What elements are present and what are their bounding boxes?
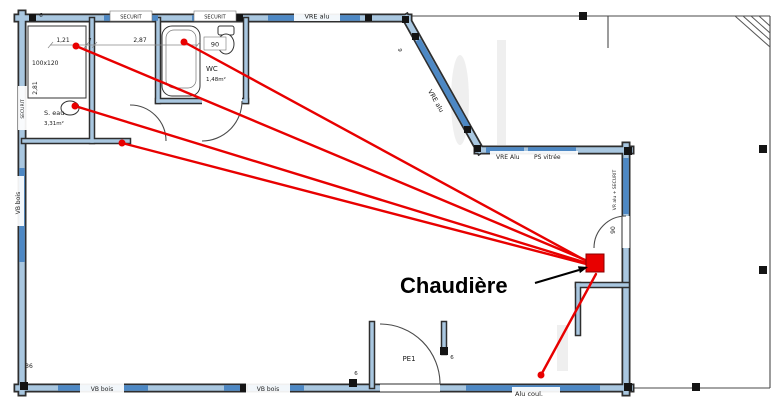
scan-smudge [497, 40, 506, 145]
door-arc-right [593, 215, 627, 249]
dimension-label: 7 [88, 38, 91, 44]
door-arc-wc [201, 100, 243, 142]
dimension-label: 6 [39, 13, 43, 19]
window-label-vr-alu-securit: VR alu + SECURIT [612, 170, 618, 211]
label-bg [80, 383, 124, 393]
windows [19, 15, 629, 391]
dimension-label: 1,21 [56, 37, 70, 44]
label-bg [18, 86, 27, 130]
window-label-vb-bois-left: VB bois [15, 192, 22, 214]
window-diagonal-vre-alu [415, 38, 472, 132]
window-label-alu-coul: Alu coul. [515, 390, 543, 398]
structural-posts [20, 12, 767, 392]
room-area-s-eau: 3,31m² [44, 120, 64, 127]
red-line-to-shower [74, 44, 592, 264]
red-dot-washbasin [71, 102, 79, 110]
door-arc-entry [379, 323, 441, 385]
room-label-s-eau: S. eau [44, 109, 64, 117]
label-bg [512, 387, 560, 398]
red-dot-bottom-window [537, 371, 545, 379]
door-width-box [203, 36, 227, 51]
plan-labels: 6 SECURIT SECURIT VRE alu 1,21 7 2,87 90… [13, 10, 620, 398]
window-label-vb-bois-bottom-1: VB bois [91, 386, 113, 393]
securit-tag-box [109, 10, 153, 22]
bathtub [161, 25, 201, 97]
red-line-to-bottom-window [539, 272, 598, 377]
shower-size-label: 100x120 [32, 60, 59, 67]
label-bg [294, 10, 340, 21]
doors [129, 97, 630, 392]
fixtures [27, 25, 235, 116]
chaudiere-arrow-head [577, 266, 588, 274]
label-bg [610, 160, 620, 216]
red-annotation [71, 38, 605, 379]
dimension-label: 6 [398, 48, 404, 52]
bathtub-inner [165, 29, 197, 89]
room-label-wc: WC [206, 65, 218, 73]
window-label-vb-bois-bottom-2: VB bois [257, 386, 279, 393]
dimension-label: 2,87 [133, 37, 147, 44]
window-label-securit-1: SECURIT [120, 15, 142, 21]
scan-smudge [557, 325, 568, 371]
outer-walls [13, 9, 635, 397]
interior-walls [20, 16, 631, 390]
chaudiere-arrow-line [534, 269, 580, 284]
room-area-wc: 1,48m² [206, 76, 226, 83]
chaudiere-label: Chaudière [400, 273, 508, 298]
red-dot-bathroom-wall [118, 139, 126, 147]
dimension-label: 90 [610, 226, 617, 234]
window-label-securit-left: SECURIT [20, 99, 26, 119]
dimension-label: 90 [211, 41, 219, 49]
scan-artifacts [451, 40, 568, 371]
door-label-pe1: PE1 [402, 355, 415, 363]
shower-tray [27, 25, 87, 99]
securit-tag-box [193, 10, 237, 22]
red-dot-bathtub [180, 38, 188, 46]
red-dot-shower [72, 42, 80, 50]
dimension-label: 2,81 [32, 81, 39, 95]
label-bg [246, 383, 290, 393]
red-line-to-bathtub [182, 40, 592, 265]
corner-hatching [734, 15, 771, 48]
dimension-label: 6 [450, 355, 454, 361]
window-label-securit-2: SECURIT [204, 15, 226, 21]
chaudiere-callout: Chaudière [400, 266, 588, 298]
red-line-to-washbasin [73, 104, 592, 266]
dimension-label: 36 [25, 363, 33, 370]
door-arc-bathroom [129, 104, 167, 142]
label-bg [13, 176, 24, 226]
window-label-vre-alu-top: VRE alu [304, 13, 329, 21]
red-line-to-bathroom-wall [120, 141, 592, 267]
chaudiere-marker [585, 253, 605, 273]
window-label-vre-alu-right: VRE Alu [496, 154, 520, 161]
dimension-label: 6 [354, 371, 358, 377]
label-bg [490, 151, 578, 162]
window-label-ps-vitree: PS vitrée [534, 154, 561, 161]
